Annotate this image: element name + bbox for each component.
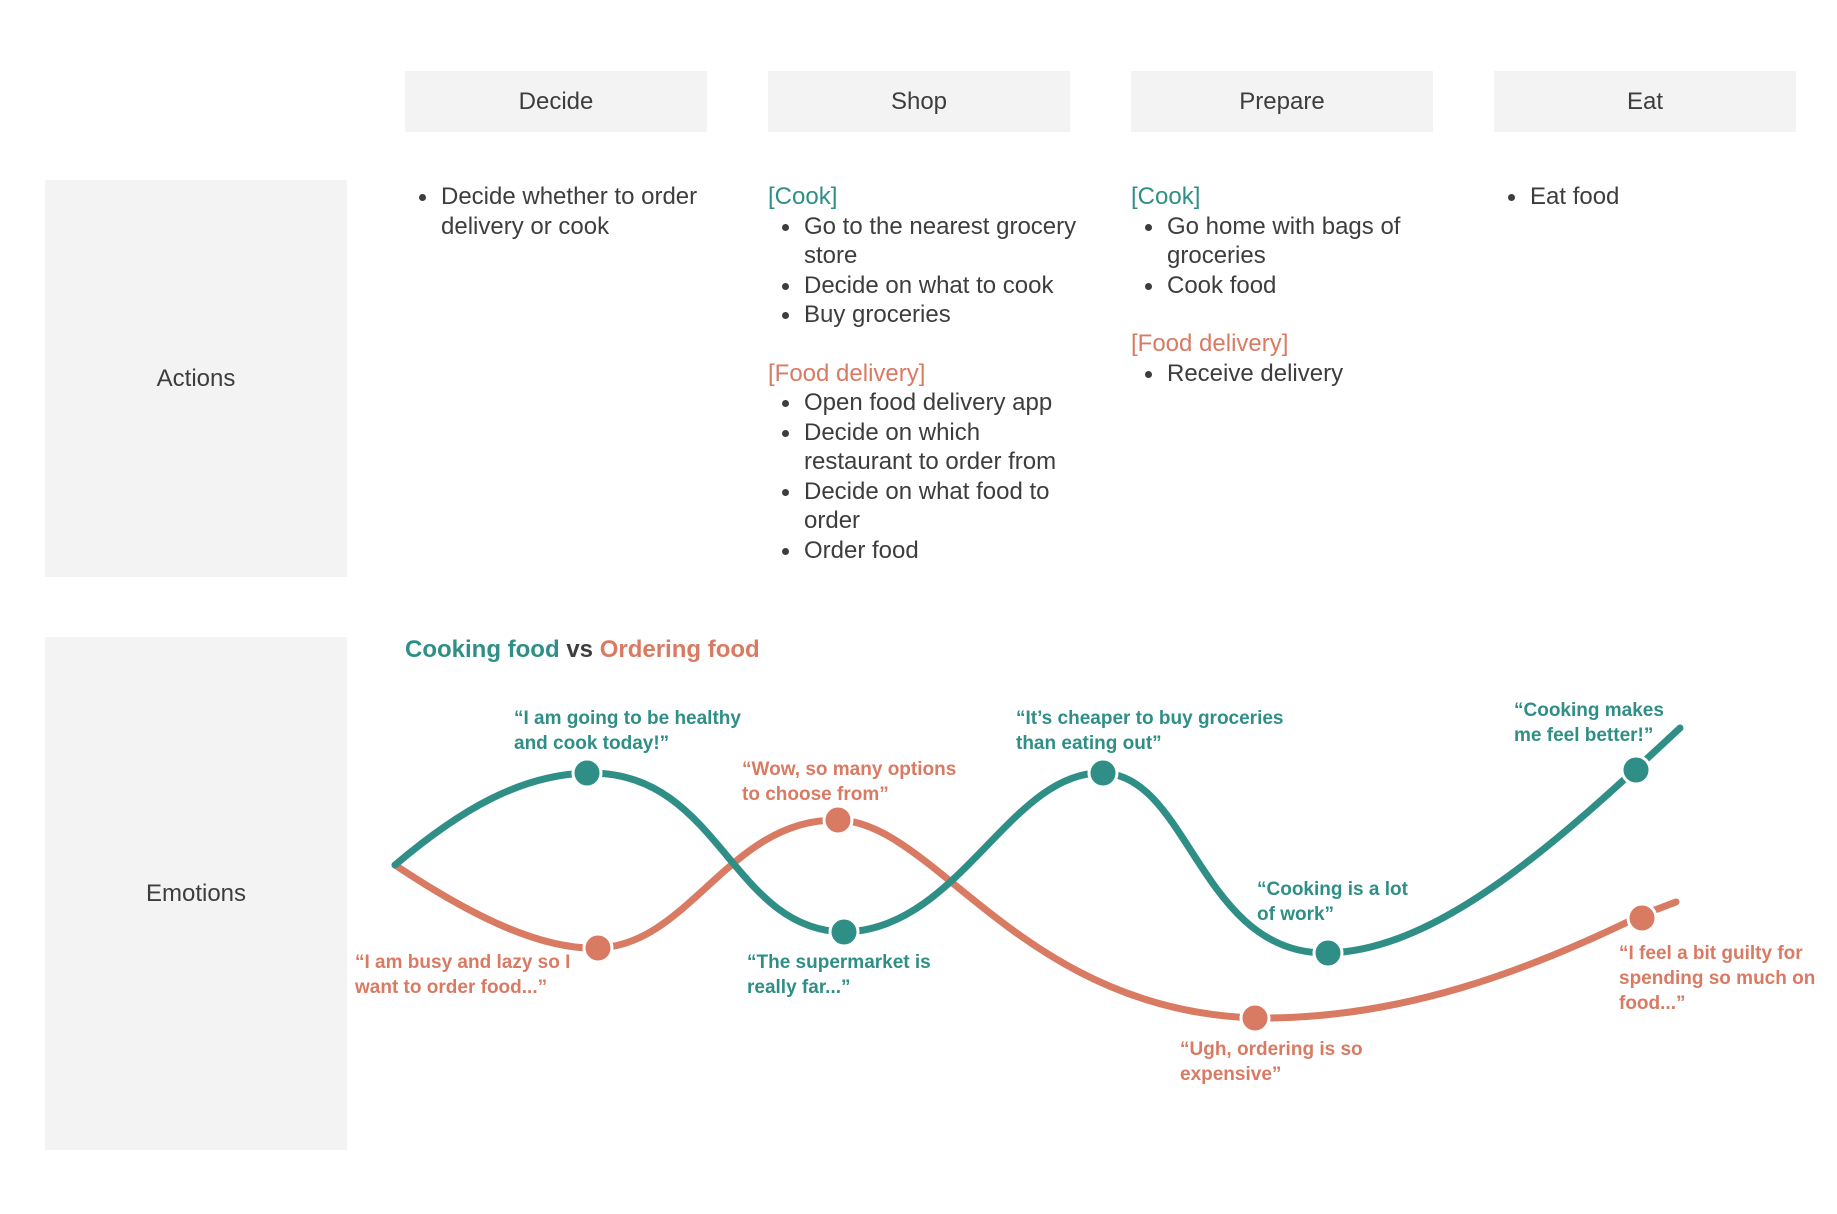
cooking-point-3 [1087,757,1119,789]
list-item: Go to the nearest grocery store [782,212,1077,269]
shop-cook-list: Go to the nearest grocery store Decide o… [768,212,1078,330]
cook-tag: [Cook] [768,183,838,210]
row-label-emotions: Emotions [45,637,347,1150]
quote-cooking-supermarket-far: “The supermarket is really far...” [747,952,931,998]
legend-vs: vs [566,636,594,663]
list-item: Receive delivery [1145,359,1441,389]
shop-cook-group: [Cook] Go to the nearest grocery store D… [768,182,1078,330]
shop-delivery-list: Open food delivery app Decide on which r… [768,388,1078,565]
list-item: Buy groceries [782,300,1078,330]
list-item: Order food [782,536,1078,566]
list-item: Go home with bags of groceries [1145,212,1441,271]
actions-prepare-column: [Cook] Go home with bags of groceries Co… [1131,182,1441,417]
quote-ordering-many-options: “Wow, so many options to choose from” [742,759,957,805]
ordering-point-4 [1626,902,1658,934]
food-delivery-tag: [Food delivery] [768,359,926,387]
ordering-point-1 [582,932,614,964]
list-item: Decide on which restaurant to order from [782,418,1078,477]
cooking-point-4 [1312,937,1344,969]
quote-cooking-cheaper: “It’s cheaper to buy groceries than eati… [1016,708,1284,754]
quote-cooking-healthy: “I am going to be healthy and cook today… [514,708,741,754]
legend-cooking: Cooking food [405,636,560,663]
list-item: Eat food [1508,182,1804,212]
quote-ordering-busy-lazy: “I am busy and lazy so I want to order f… [355,952,571,998]
prepare-cook-list: Go home with bags of groceries Cook food [1131,212,1441,301]
quote-cooking-feel-better: “Cooking makes me feel better!” [1514,700,1664,746]
cooking-point-5 [1620,754,1652,786]
list-item: Decide on what to cook [782,271,1078,301]
prepare-delivery-list: Receive delivery [1131,359,1441,389]
quote-ordering-expensive: “Ugh, ordering is so expensive” [1180,1039,1363,1085]
prepare-delivery-group: [Food delivery] Receive delivery [1131,329,1441,388]
row-label-actions: Actions [45,180,347,577]
actions-decide-column: Decide whether to order delivery or cook [405,182,715,241]
ordering-curve [391,816,1680,1022]
stage-header-decide: Decide [405,71,707,132]
list-item: Decide whether to order delivery or cook [419,182,715,241]
cooking-point-1 [571,757,603,789]
stage-header-shop: Shop [768,71,1070,132]
list-item: Decide on what food to order [782,477,1078,536]
stage-header-eat: Eat [1494,71,1796,132]
cook-tag: [Cook] [1131,183,1201,210]
decide-action-list: Decide whether to order delivery or cook [405,182,715,241]
actions-shop-column: [Cook] Go to the nearest grocery store D… [768,182,1078,594]
cooking-point-2 [828,916,860,948]
emotions-legend: Cooking food vs Ordering food [405,636,760,664]
eat-action-list: Eat food [1494,182,1804,212]
stage-header-prepare: Prepare [1131,71,1433,132]
shop-delivery-group: [Food delivery] Open food delivery app D… [768,359,1078,566]
list-item: Cook food [1145,271,1441,301]
ordering-point-3 [1239,1002,1271,1034]
quote-cooking-lot-of-work: “Cooking is a lot of work” [1257,879,1408,925]
quote-ordering-guilty: “I feel a bit guilty for spending so muc… [1619,943,1816,1014]
list-item: Open food delivery app [782,388,1078,418]
food-delivery-tag: [Food delivery] [1131,330,1289,357]
prepare-cook-group: [Cook] Go home with bags of groceries Co… [1131,182,1441,300]
ordering-point-2 [822,804,854,836]
legend-ordering: Ordering food [599,636,760,663]
actions-eat-column: Eat food [1494,182,1804,212]
